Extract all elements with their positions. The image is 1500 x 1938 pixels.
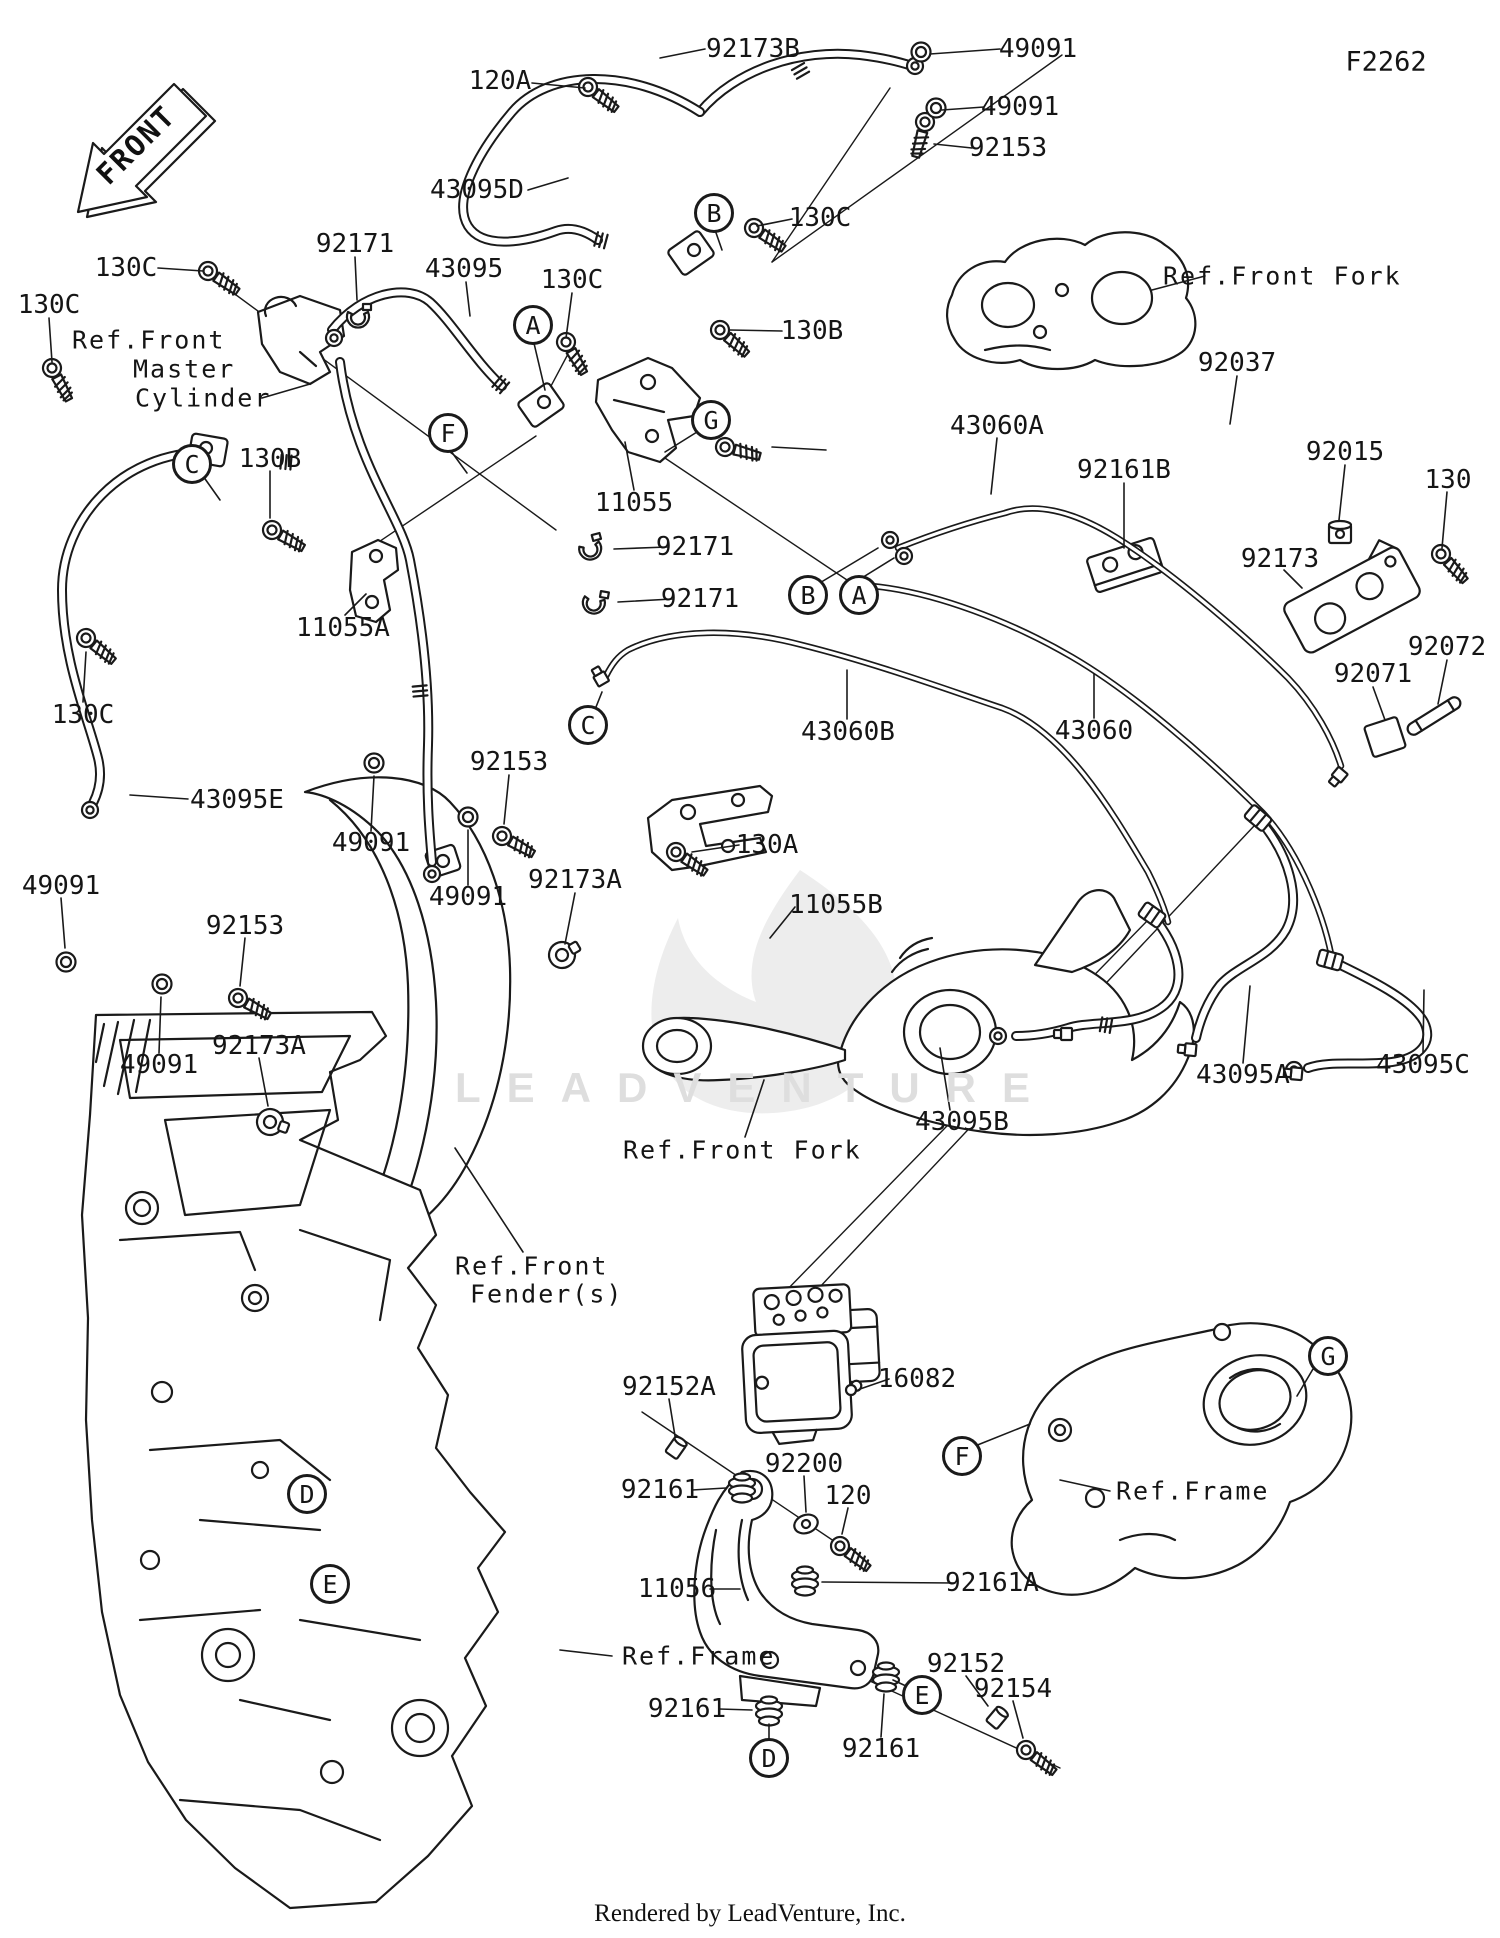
connection-balloon-G: G xyxy=(691,400,731,440)
part-number-label: 43060 xyxy=(1054,716,1134,746)
part-number-label: 92171 xyxy=(655,532,735,562)
part-number-label: 43095A xyxy=(1196,1060,1290,1090)
part-number-label: 130C xyxy=(17,290,81,320)
part-number-label: 130 xyxy=(1424,465,1472,495)
watermark-text: LEADVENTURE xyxy=(455,1064,1057,1111)
part-number-label: 92152 xyxy=(926,1649,1006,1679)
part-number-label: 92153 xyxy=(469,747,549,777)
bracket-11055 xyxy=(594,356,702,464)
reference-label: Ref.Frame xyxy=(1116,1476,1270,1506)
lower-fork-clamp xyxy=(641,889,1195,1137)
part-number-label: 49091 xyxy=(21,871,101,901)
reference-label: Ref.Front xyxy=(455,1251,609,1281)
footer-credit: Rendered by LeadVenture, Inc. xyxy=(594,1900,906,1927)
frame-casting-left xyxy=(80,1010,507,1910)
part-number-label: 92154 xyxy=(973,1674,1053,1704)
figure-code: F2262 xyxy=(1345,46,1427,78)
master-cylinder-perch xyxy=(256,294,346,386)
part-number-label: 92173A xyxy=(528,865,622,895)
part-number-label: 130C xyxy=(788,203,852,233)
part-number-label: 92161 xyxy=(620,1475,700,1505)
part-number-label: 92152A xyxy=(622,1372,716,1402)
part-number-label: 43095 xyxy=(424,254,504,284)
bracket-11055A xyxy=(348,538,400,624)
part-number-label: 92071 xyxy=(1333,659,1413,689)
abs-port xyxy=(844,1383,858,1397)
part-number-label: 92173A xyxy=(212,1031,306,1061)
part-number-label: 130B xyxy=(238,444,302,474)
connection-balloon-D: D xyxy=(749,1738,789,1778)
part-number-label: 49091 xyxy=(428,882,508,912)
reference-label: Fender(s) xyxy=(470,1279,624,1309)
part-number-label: 130C xyxy=(540,265,604,295)
part-number-label: 11055B xyxy=(789,890,883,920)
rod-92072 xyxy=(1406,696,1462,736)
part-number-label: 130C xyxy=(94,253,158,283)
part-number-label: 92153 xyxy=(205,911,285,941)
part-number-label: 120A xyxy=(468,66,532,96)
part-number-label: 43060A xyxy=(950,411,1044,441)
connection-balloon-E: E xyxy=(310,1564,350,1604)
part-number-label: 49091 xyxy=(119,1050,199,1080)
part-number-label: 92200 xyxy=(764,1449,844,1479)
part-number-label: 130C xyxy=(51,700,115,730)
part-number-label: 11055 xyxy=(594,488,674,518)
connection-balloon-B: B xyxy=(694,193,734,233)
reference-label: Ref.Front Fork xyxy=(1163,261,1402,291)
part-number-label: 43060B xyxy=(801,717,895,747)
part-number-label: 92072 xyxy=(1407,632,1487,662)
part-number-label: 16082 xyxy=(877,1364,957,1394)
part-number-label: 92173 xyxy=(1240,544,1320,574)
reference-label: Cylinder xyxy=(135,383,272,413)
part-number-label: 49091 xyxy=(998,34,1078,64)
part-number-label: 11056 xyxy=(637,1574,717,1604)
reference-label: Ref.Front xyxy=(72,325,226,355)
part-number-label: 92153 xyxy=(968,133,1048,163)
sleeve-92071 xyxy=(1363,716,1407,758)
part-number-label: 43095E xyxy=(190,785,284,815)
connection-balloon-E: E xyxy=(902,1675,942,1715)
part-number-label: 130A xyxy=(735,830,799,860)
part-number-label: 49091 xyxy=(980,92,1060,122)
frame-headstock-right xyxy=(1010,1322,1353,1596)
part-number-label: 92171 xyxy=(660,584,740,614)
upper-triple-clamp xyxy=(946,231,1197,371)
reference-label: Ref.Frame xyxy=(622,1641,776,1671)
connection-balloon-F: F xyxy=(428,413,468,453)
connection-balloon-D: D xyxy=(287,1474,327,1514)
connection-balloon-F: F xyxy=(942,1436,982,1476)
part-number-label: 92171 xyxy=(315,229,395,259)
part-number-label: 92173B xyxy=(706,34,800,64)
part-number-label: 92015 xyxy=(1305,437,1385,467)
part-number-label: 43095C xyxy=(1376,1050,1470,1080)
washer-92200 xyxy=(793,1513,819,1535)
part-number-label: 11055A xyxy=(296,613,390,643)
connection-balloon-C: C xyxy=(172,444,212,484)
reference-label: Ref.Front Fork xyxy=(623,1135,862,1165)
part-number-label: 120 xyxy=(824,1481,872,1511)
part-number-label: 92161 xyxy=(841,1734,921,1764)
part-number-label: 92037 xyxy=(1197,348,1277,378)
part-number-label: 92161A xyxy=(945,1568,1039,1598)
bushing-92015 xyxy=(1327,519,1353,545)
part-number-label: 43095D xyxy=(430,175,524,205)
connection-balloon-C: C xyxy=(568,705,608,745)
part-number-label: 92161 xyxy=(647,1694,727,1724)
reference-label: Master xyxy=(133,354,236,384)
plate-92173 xyxy=(1283,539,1421,654)
connection-balloon-B: B xyxy=(788,575,828,615)
part-number-label: 130B xyxy=(780,316,844,346)
abs-unit xyxy=(741,1283,881,1445)
part-number-label: 49091 xyxy=(331,828,411,858)
connection-balloon-A: A xyxy=(839,575,879,615)
connection-balloon-G: G xyxy=(1308,1336,1348,1376)
part-number-label: 92161B xyxy=(1077,455,1171,485)
connection-balloon-A: A xyxy=(513,305,553,345)
part-number-label: 43095B xyxy=(915,1107,1009,1137)
